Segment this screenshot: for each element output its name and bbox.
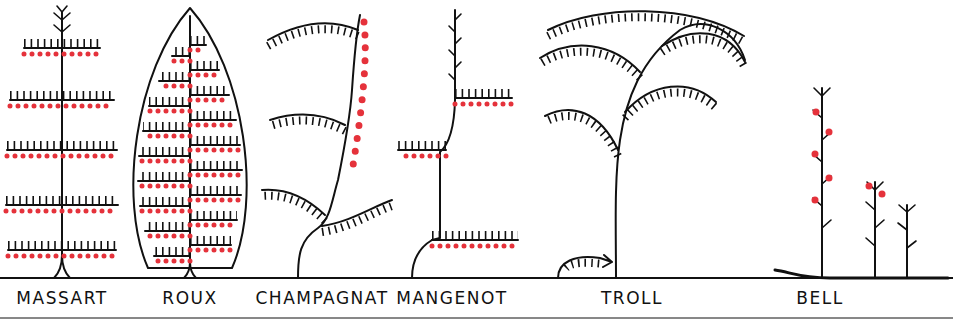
leaves — [6, 43, 118, 245]
troll-tree — [540, 11, 745, 278]
crown-outline — [133, 8, 246, 268]
fruit-dot — [812, 197, 819, 204]
leaves — [566, 263, 604, 268]
leaves — [813, 88, 916, 248]
model-name: ROUX — [160, 288, 219, 308]
leaves — [398, 93, 518, 235]
fruit-dot — [812, 151, 819, 158]
rhizome — [775, 270, 948, 278]
bell-plant — [775, 88, 948, 278]
fruit-dots — [352, 22, 365, 172]
fruit-dot — [826, 129, 833, 136]
model-name: MASSART — [14, 288, 109, 308]
fruit-dots — [138, 50, 242, 261]
leaves — [262, 29, 392, 232]
fruit-dots — [398, 104, 518, 246]
branch — [262, 23, 392, 226]
branch — [540, 11, 745, 150]
fruit-dot — [879, 191, 886, 198]
mangenot-tree — [398, 10, 518, 278]
trunk — [298, 15, 360, 278]
leaves — [138, 40, 242, 251]
trunk — [616, 24, 745, 278]
fruit-dot — [866, 183, 873, 190]
roux-tree — [133, 8, 246, 278]
shoot — [822, 88, 907, 278]
massart-tree — [6, 6, 118, 278]
bottom-rule — [0, 318, 953, 319]
branch — [398, 98, 518, 240]
model-name: TROLL — [599, 288, 665, 308]
leaves — [54, 6, 70, 32]
fruit-dot — [813, 109, 820, 116]
arching-shoot — [558, 255, 612, 278]
model-name: BELL — [794, 288, 845, 308]
leaves — [449, 14, 461, 80]
leaves — [540, 17, 745, 156]
branch — [6, 48, 118, 250]
fruit-dot — [826, 175, 833, 182]
model-name: CHAMPAGNAT — [253, 288, 390, 308]
champagnat-tree — [262, 15, 392, 278]
model-name: MANGENOT — [394, 288, 509, 308]
fruit-dots — [6, 54, 118, 256]
